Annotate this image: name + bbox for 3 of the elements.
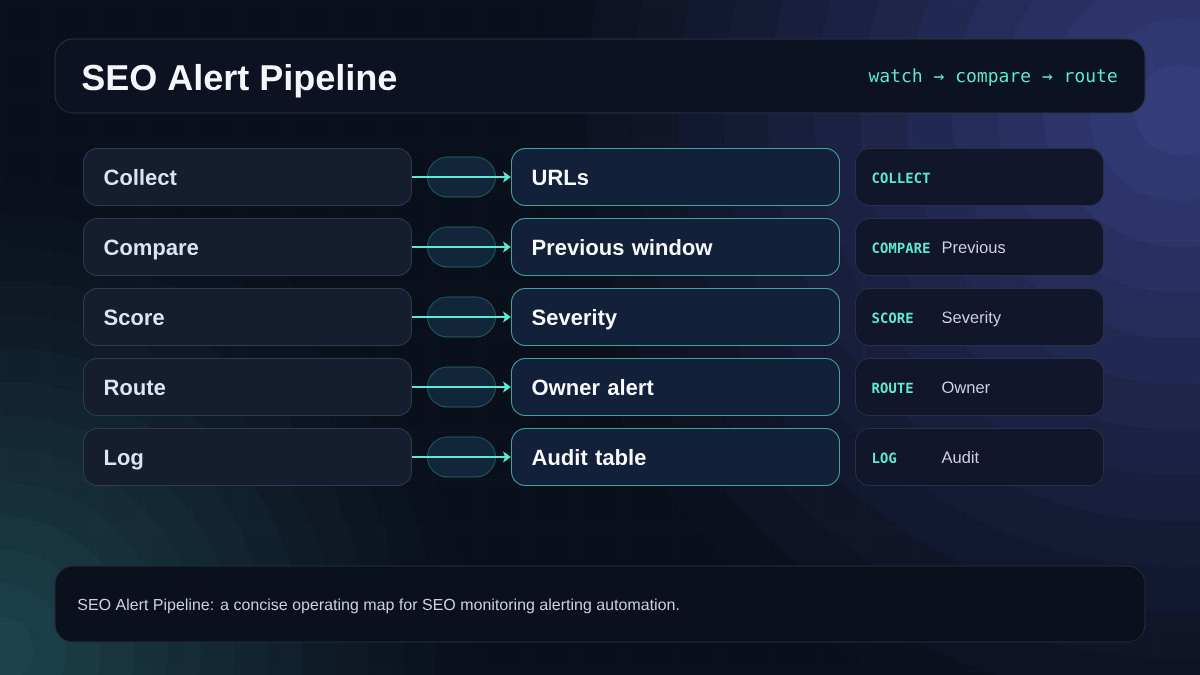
caption: SEO Alert Pipeline: a concise operating map for SEO monitoring alerting automation. <box>78 598 679 614</box>
title: SEO Alert Pipeline <box>82 63 397 98</box>
tagline: watch → compare → route <box>868 68 1117 86</box>
